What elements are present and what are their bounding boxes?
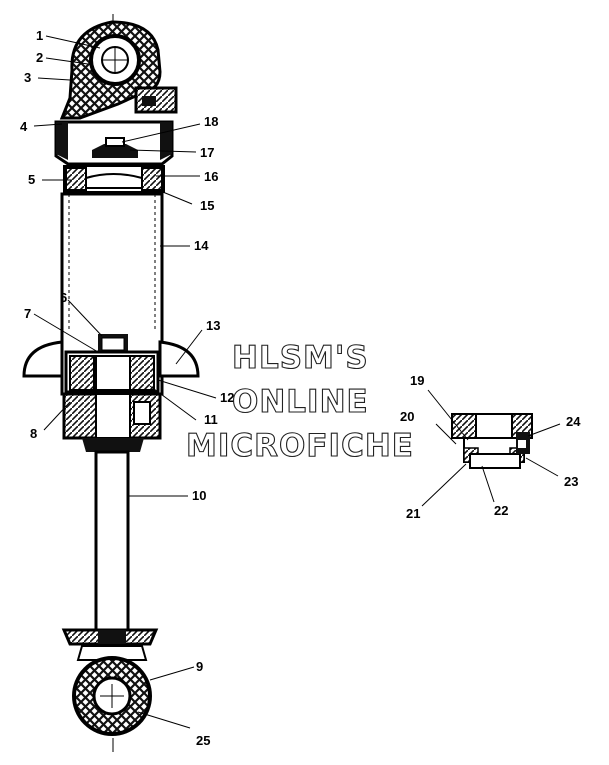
callout-1: 1 (36, 28, 43, 43)
piston-assembly (64, 334, 160, 394)
callout-14: 14 (194, 238, 209, 253)
watermark-line-2: ONLINE (232, 384, 369, 420)
callout-17: 17 (200, 145, 214, 160)
callout-10: 10 (192, 488, 206, 503)
callout-2: 2 (36, 50, 43, 65)
lower-collar (61, 628, 159, 646)
callout-25: 25 (196, 733, 210, 748)
lower-seal-housing (62, 392, 162, 452)
callout-3: 3 (24, 70, 31, 85)
seal-detail-inset (451, 413, 533, 469)
callout-labels: 1 2 3 4 5 6 7 8 9 10 11 12 13 14 15 16 1… (20, 28, 581, 748)
bump-stop-left (22, 340, 64, 378)
callout-6: 6 (60, 290, 67, 305)
cap-head (54, 120, 174, 166)
callout-4: 4 (20, 119, 28, 134)
watermark-line-1: HLSM'S (232, 340, 369, 376)
callout-11: 11 (204, 412, 218, 427)
callout-24: 24 (566, 414, 581, 429)
watermark: HLSM'S ONLINE MICROFICHE (185, 339, 414, 464)
top-eye-mount (59, 20, 178, 120)
callout-12: 12 (220, 390, 234, 405)
callout-19: 19 (410, 373, 424, 388)
callout-23: 23 (564, 474, 578, 489)
callout-16: 16 (204, 169, 218, 184)
callout-9: 9 (196, 659, 203, 674)
callout-7: 7 (24, 306, 31, 321)
bottom-eye-mount (72, 645, 152, 736)
piston-shaft (94, 450, 130, 634)
seal-head (63, 165, 165, 193)
callout-22: 22 (494, 503, 508, 518)
leader-lines (33, 35, 561, 729)
callout-21: 21 (406, 506, 420, 521)
callout-20: 20 (400, 409, 414, 424)
callout-13: 13 (206, 318, 220, 333)
callout-8: 8 (30, 426, 37, 441)
watermark-line-3: MICROFICHE (186, 428, 414, 464)
callout-5: 5 (28, 172, 35, 187)
callout-18: 18 (204, 114, 218, 129)
bump-stop-right (158, 340, 200, 378)
callout-15: 15 (200, 198, 214, 213)
